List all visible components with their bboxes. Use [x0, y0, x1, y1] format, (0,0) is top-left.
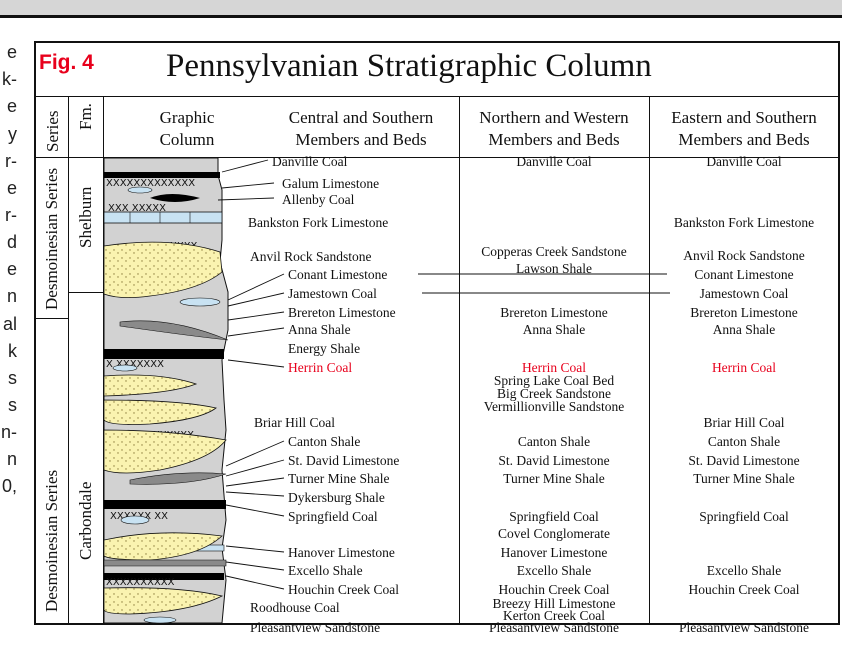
unit-label: St. David Limestone	[459, 454, 649, 467]
unit-label: Pleasantview Sandstone	[459, 621, 649, 634]
unit-label: Anna Shale	[649, 323, 839, 336]
unit-label: Allenby Coal	[282, 193, 354, 206]
unit-label: Brereton Limestone	[649, 306, 839, 319]
unit-label: Houchin Creek Coal	[288, 583, 399, 596]
unit-label: Galum Limestone	[282, 177, 379, 190]
unit-label: Excello Shale	[459, 564, 649, 577]
coal-bed	[104, 500, 226, 509]
unit-label: Energy Shale	[288, 342, 360, 355]
unit-label: Springfield Coal	[459, 510, 649, 523]
unit-label: Danville Coal	[272, 155, 347, 168]
unit-label: Houchin Creek Coal	[649, 583, 839, 596]
unit-label: Springfield Coal	[649, 510, 839, 523]
unit-label: Bankston Fork Limestone	[248, 216, 388, 229]
coal-bed	[104, 349, 224, 359]
unit-label: Springfield Coal	[288, 510, 378, 523]
unit-label: Conant Limestone	[288, 268, 387, 281]
unit-label: St. David Limestone	[288, 454, 399, 467]
unit-label: Hanover Limestone	[288, 546, 395, 559]
unit-label: Excello Shale	[288, 564, 363, 577]
unit-label: Canton Shale	[459, 435, 649, 448]
unit-label: Vermillionville Sandstone	[459, 400, 649, 413]
unit-label: Canton Shale	[288, 435, 360, 448]
unit-label: Turner Mine Shale	[459, 472, 649, 485]
unit-label: Conant Limestone	[649, 268, 839, 281]
unit-label: Brereton Limestone	[459, 306, 649, 319]
unit-label: Briar Hill Coal	[254, 416, 335, 429]
unit-label: Anvil Rock Sandstone	[649, 249, 839, 262]
unit-label: Briar Hill Coal	[649, 416, 839, 429]
unit-label: Roodhouse Coal	[250, 601, 340, 614]
unit-label: St. David Limestone	[649, 454, 839, 467]
unit-label: Jamestown Coal	[288, 287, 377, 300]
unit-label: Anvil Rock Sandstone	[250, 250, 372, 263]
unit-label: Turner Mine Shale	[288, 472, 390, 485]
unit-label: Excello Shale	[649, 564, 839, 577]
unit-label: Dykersburg Shale	[288, 491, 385, 504]
svg-text:XXXXXXXXXXXXX: XXXXXXXXXXXXX	[106, 178, 195, 189]
unit-label: Brereton Limestone	[288, 306, 396, 319]
unit-label: Lawson Shale	[459, 262, 649, 275]
unit-label: Pleasantview Sandstone	[250, 621, 380, 634]
unit-label: Anna Shale	[459, 323, 649, 336]
unit-label: Pleasantview Sandstone	[649, 621, 839, 634]
unit-label: Canton Shale	[649, 435, 839, 448]
unit-label: Jamestown Coal	[649, 287, 839, 300]
unit-label: Copperas Creek Sandstone	[459, 245, 649, 258]
unit-label-highlight: Herrin Coal	[288, 361, 352, 374]
unit-label: Anna Shale	[288, 323, 351, 336]
unit-label-highlight: Herrin Coal	[649, 361, 839, 374]
unit-label: Turner Mine Shale	[649, 472, 839, 485]
unit-label: Hanover Limestone	[459, 546, 649, 559]
unit-label: Houchin Creek Coal	[459, 583, 649, 596]
unit-label: Danville Coal	[649, 155, 839, 168]
unit-label: Bankston Fork Limestone	[649, 216, 839, 229]
svg-text:XXXXXXXXXX: XXXXXXXXXX	[106, 577, 175, 588]
unit-label: Covel Conglomerate	[459, 527, 649, 540]
unit-label: Danville Coal	[459, 155, 649, 168]
